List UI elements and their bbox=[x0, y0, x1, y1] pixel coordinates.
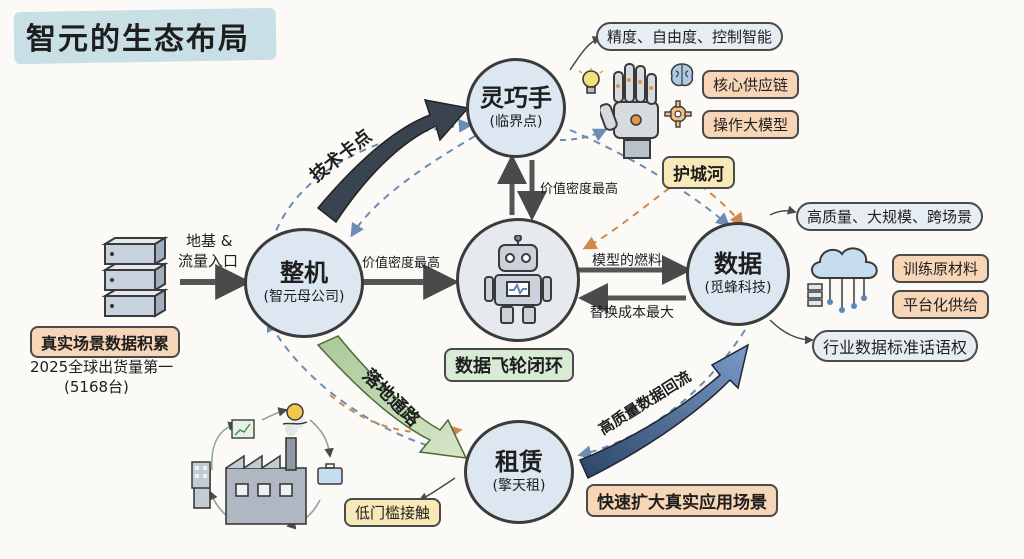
node-shuju-sub: (觅蜂科技) bbox=[704, 279, 772, 296]
left-note-line2: (5168台) bbox=[64, 378, 129, 396]
node-zulin-sub: (擎天租) bbox=[492, 477, 546, 494]
value-density-label-2: 价值密度最高 bbox=[540, 182, 619, 197]
left-note-line1: 2025全球出货量第一 bbox=[30, 358, 174, 376]
data-bottom-tag: 行业数据标准话语权 bbox=[812, 330, 979, 362]
data-tag-platform: 平台化供给 bbox=[892, 290, 990, 319]
center-hub bbox=[456, 218, 580, 342]
left-tag: 真实场景数据积累 bbox=[30, 326, 181, 358]
model-fuel-label: 模型的燃料 bbox=[592, 253, 662, 269]
orange-dash bbox=[329, 394, 463, 439]
node-zhengji: 整机 (智元母公司) bbox=[244, 228, 364, 338]
hand-tag-supply-chain: 核心供应链 bbox=[702, 70, 800, 99]
building-icon bbox=[191, 461, 211, 489]
briefcase-icon bbox=[317, 463, 343, 485]
node-lingqiaoshou-name: 灵巧手 bbox=[480, 84, 552, 113]
server-stack-icon bbox=[101, 236, 169, 318]
input-label-line1: 地基 & bbox=[186, 232, 233, 250]
cloud-database-icon bbox=[807, 247, 878, 313]
value-density-label-1: 价值密度最高 bbox=[362, 256, 441, 271]
moat-tag: 护城河 bbox=[662, 156, 735, 189]
brain-icon bbox=[670, 63, 694, 87]
node-lingqiaoshou-sub: (临界点) bbox=[489, 113, 543, 130]
node-zhengji-name: 整机 bbox=[280, 259, 328, 288]
hand-top-tag: 精度、自由度、控制智能 bbox=[596, 22, 784, 51]
low-barrier-tag: 低门槛接触 bbox=[344, 498, 442, 527]
fast-expand-tag: 快速扩大真实应用场景 bbox=[586, 484, 778, 517]
gear-icon bbox=[664, 100, 692, 128]
page-title: 智元的生态布局 bbox=[26, 22, 250, 57]
node-zulin-name: 租赁 bbox=[495, 448, 543, 477]
data-top-tag: 高质量、大规模、跨场景 bbox=[796, 202, 984, 231]
loop-arrow-3 bbox=[577, 329, 746, 460]
coin-hand-icon bbox=[282, 403, 308, 425]
hand-tag-operation-model: 操作大模型 bbox=[702, 110, 800, 139]
hand-link bbox=[559, 128, 608, 142]
input-label-line2: 流量入口 bbox=[178, 252, 239, 270]
replace-cost-label: 替换成本最大 bbox=[590, 305, 674, 321]
robotic-hand-icon bbox=[600, 63, 659, 159]
robot-icon bbox=[484, 235, 552, 324]
node-lingqiaoshou: 灵巧手 (临界点) bbox=[466, 58, 566, 158]
node-zhengji-sub: (智元母公司) bbox=[263, 288, 345, 305]
node-zulin: 租赁 (擎天租) bbox=[464, 420, 574, 524]
loop-arrow-1 bbox=[267, 118, 473, 256]
factory-icon bbox=[193, 415, 307, 525]
moat-arrow-1 bbox=[582, 179, 681, 250]
node-shuju-name: 数据 bbox=[714, 250, 762, 279]
center-label: 数据飞轮闭环 bbox=[444, 348, 574, 382]
node-shuju: 数据 (觅蜂科技) bbox=[686, 222, 790, 326]
data-tag-training: 训练原材料 bbox=[892, 254, 990, 283]
lightbulb-icon bbox=[578, 68, 604, 94]
hq-return-arrow bbox=[578, 343, 750, 480]
